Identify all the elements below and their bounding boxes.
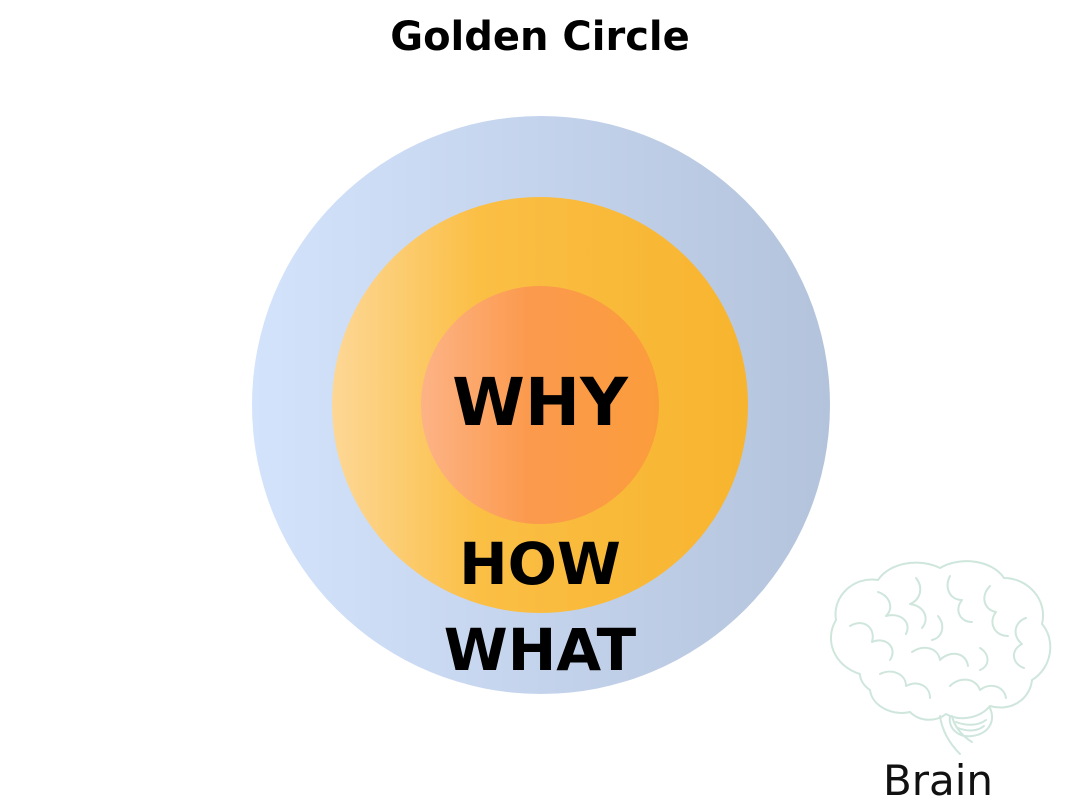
- brain-icon: [830, 560, 1052, 755]
- what-label: WHAT: [443, 616, 637, 684]
- why-circle: [421, 286, 659, 524]
- brain-label: Brain: [882, 756, 994, 805]
- diagram-title: Golden Circle: [390, 14, 690, 60]
- why-label: WHY: [452, 364, 628, 441]
- how-label: HOW: [459, 530, 621, 598]
